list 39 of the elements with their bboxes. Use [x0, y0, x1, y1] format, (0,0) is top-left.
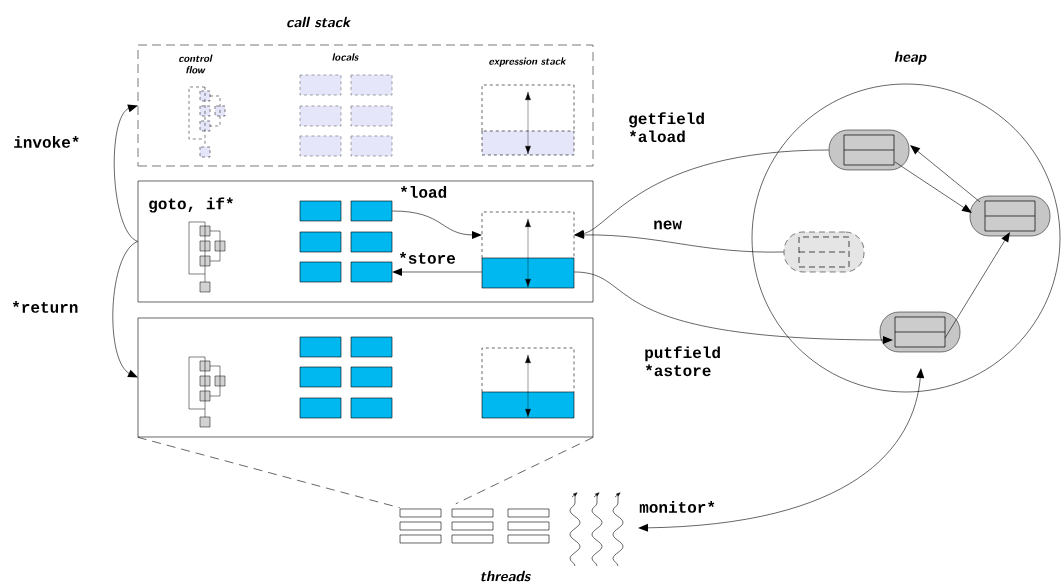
arrow	[573, 271, 893, 344]
heap-object	[879, 311, 961, 353]
local-slot	[350, 261, 393, 283]
heading: heap	[894, 51, 927, 65]
heap-object	[783, 231, 865, 273]
projection-line	[455, 437, 594, 505]
edge-label: invoke*	[14, 136, 79, 148]
arrow	[574, 230, 785, 253]
expression-stack	[481, 211, 575, 289]
edge-label: getfield *aload	[629, 112, 704, 143]
edge-label: *load	[400, 186, 447, 198]
local-slot	[299, 200, 342, 222]
arrow	[112, 241, 138, 378]
edge-label: new	[654, 220, 682, 230]
local-slot	[350, 200, 393, 222]
column-heading: expression stack	[489, 57, 566, 67]
heap-object	[828, 129, 910, 171]
local-slot	[299, 261, 342, 283]
heap-object	[969, 195, 1051, 237]
edge-label: *store	[399, 252, 456, 264]
stack-frame	[137, 317, 594, 438]
edge-label: putfield *astore	[645, 346, 720, 377]
arrow	[894, 161, 972, 213]
arrow	[638, 368, 925, 532]
heading: threads	[481, 570, 531, 582]
local-slot	[350, 231, 393, 253]
arrow	[910, 145, 981, 203]
arrow	[392, 210, 482, 239]
column-heading: control flow	[179, 54, 213, 74]
heading: call stack	[287, 16, 351, 28]
arrow	[944, 232, 1010, 339]
projection-line	[137, 437, 401, 509]
arrow	[392, 268, 483, 276]
edge-label: *return	[12, 301, 78, 313]
frame-heading: goto, if*	[149, 197, 233, 213]
local-slot	[299, 231, 342, 253]
column-heading: locals	[332, 53, 359, 61]
arrow	[113, 104, 138, 242]
edge-label: monitor*	[639, 501, 715, 513]
